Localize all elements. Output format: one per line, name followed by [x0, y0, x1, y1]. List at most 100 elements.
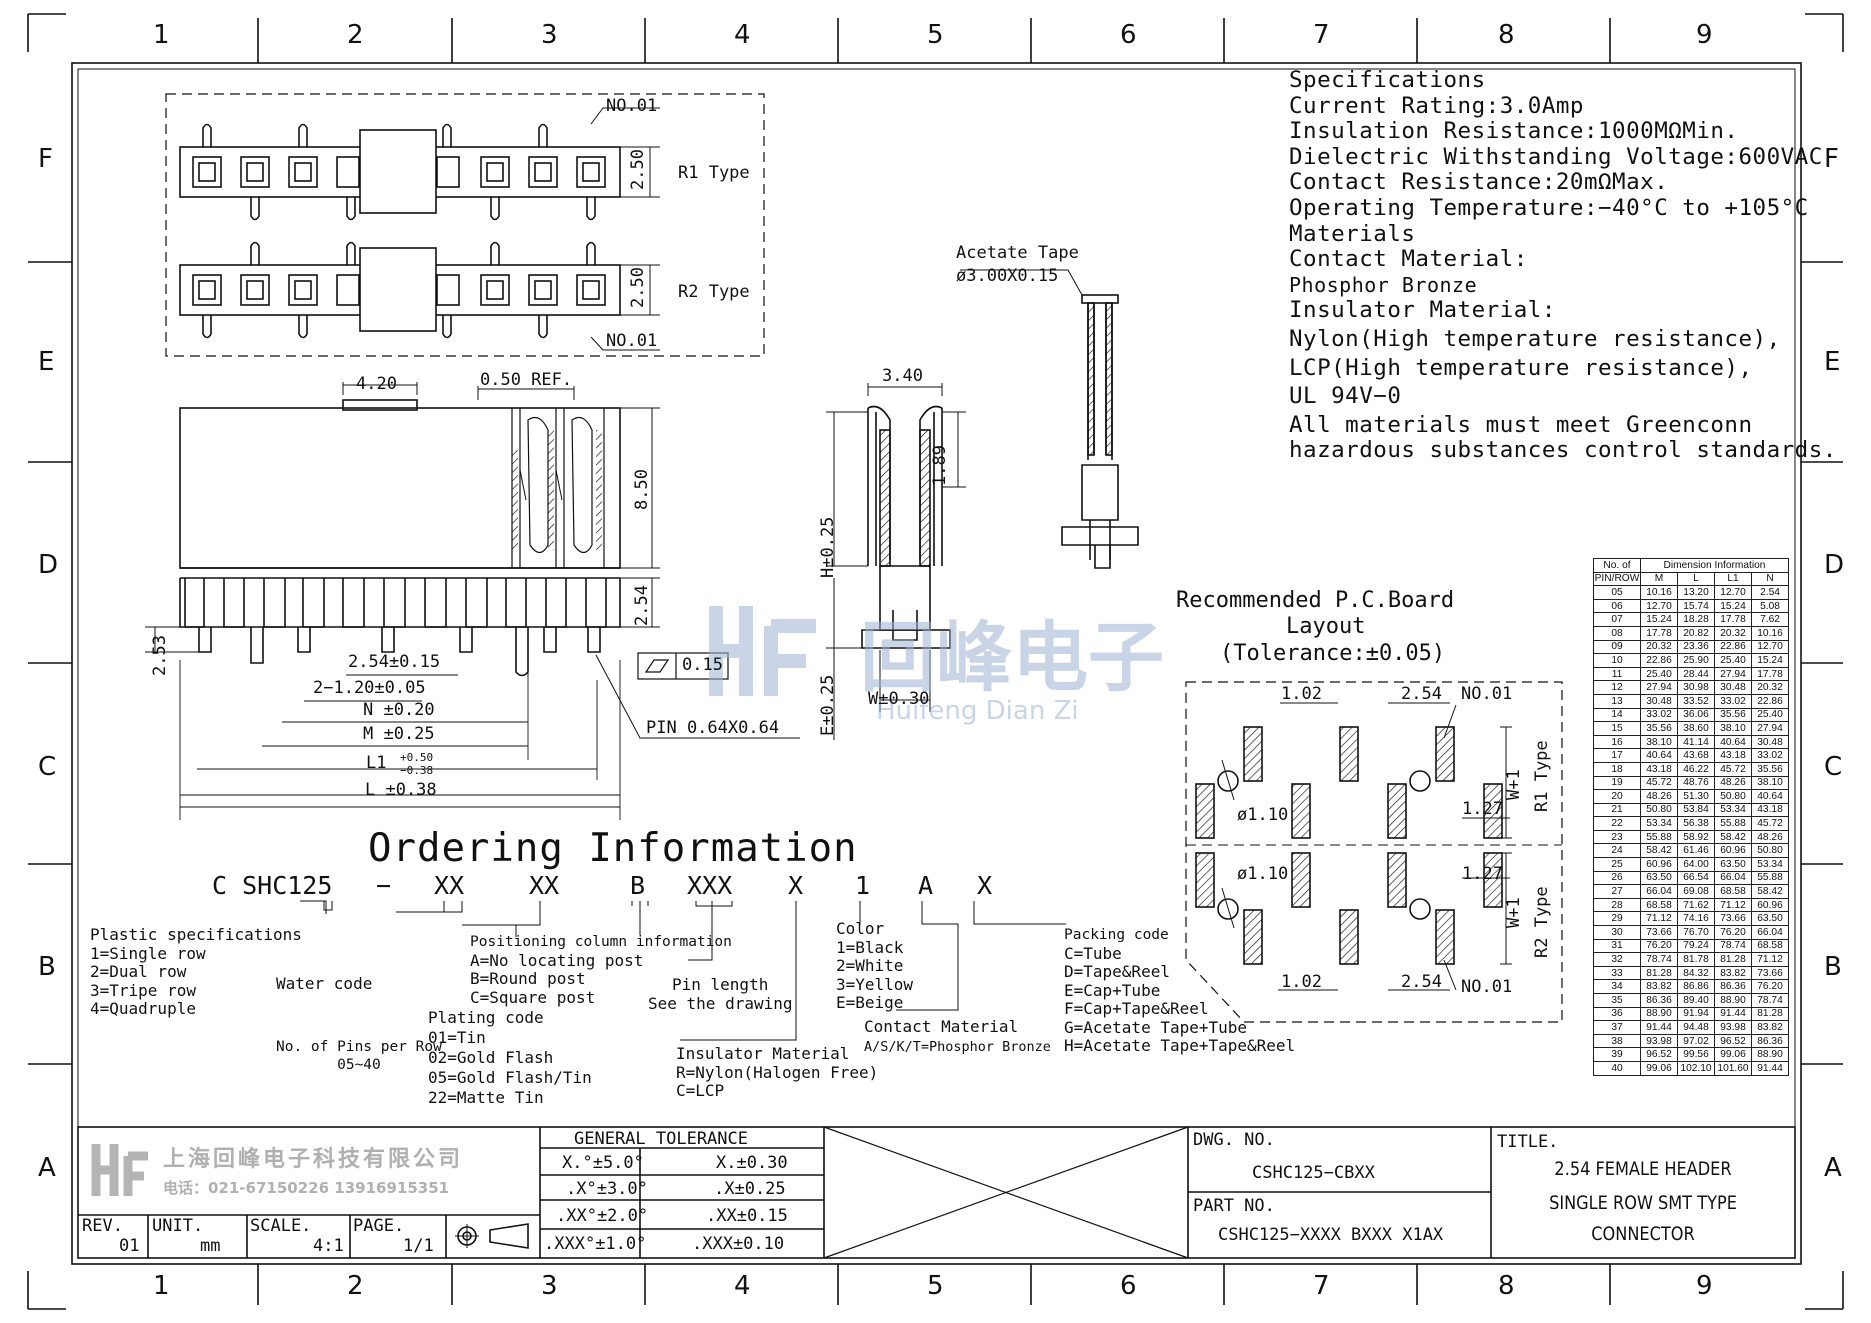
table-cell: 43.18 [1751, 802, 1789, 818]
table-cell: 50.80 [1714, 789, 1752, 804]
table-cell: 83.82 [1640, 979, 1678, 994]
table-cell: 91.44 [1714, 1006, 1752, 1022]
tolerance-angle-3: .XX°±2.0° [556, 1206, 649, 1226]
ordering-line: Insulator Material [676, 1044, 850, 1063]
table-cell: 11 [1593, 666, 1641, 682]
pcb-2-54-bottom: 2.54 [1401, 972, 1442, 992]
table-cell: 48.76 [1677, 775, 1715, 791]
pcb-title-3: (Tolerance:±0.05) [1220, 641, 1446, 666]
table-header-group: Dimension Information [1640, 558, 1789, 573]
table-cell: 27 [1593, 884, 1641, 899]
table-header-no-of: No. of [1593, 558, 1641, 573]
grid-row-label: A [38, 1153, 56, 1183]
table-cell: 66.04 [1714, 870, 1752, 886]
acetate-tape-label: Acetate Tape [956, 243, 1079, 263]
table-cell: 30.48 [1714, 680, 1752, 695]
pcb-w1-top: W+1 [1504, 769, 1524, 800]
title-line: SINGLE ROW SMT TYPE [1549, 1192, 1737, 1214]
table-cell: 08 [1593, 625, 1641, 641]
table-cell: 46.22 [1677, 761, 1715, 777]
dim-l1-tolerance-up: +0.50 [400, 751, 434, 764]
table-cell: 12.70 [1714, 585, 1752, 600]
grid-col-label: 9 [1696, 20, 1713, 50]
table-cell: 63.50 [1714, 857, 1752, 872]
table-cell: 94.48 [1677, 1020, 1715, 1035]
pitch-r2-dim: 2.50 [628, 267, 648, 308]
table-cell: 48.26 [1640, 789, 1678, 804]
pcb-r2-type: R2 Type [1532, 886, 1552, 958]
table-cell: 96.52 [1714, 1033, 1752, 1049]
table-cell: 45.72 [1714, 761, 1752, 777]
table-cell: 38 [1593, 1033, 1641, 1049]
ordering-pins: No. of Pins per Row 05~40 [276, 1038, 442, 1074]
table-header-l: L [1677, 571, 1715, 587]
ordering-line: 4=Quadruple [90, 999, 196, 1018]
table-cell: 69.08 [1677, 884, 1715, 899]
part-no-label: PART NO. [1193, 1196, 1275, 1216]
grid-col-label: 2 [347, 1271, 364, 1301]
spec-line: All materials must meet Greenconn [1289, 411, 1753, 438]
table-cell: 81.28 [1714, 952, 1752, 967]
dim-l1: L1 [366, 753, 387, 773]
ordering-line: Positioning column information [470, 934, 732, 950]
r2-type-label: R2 Type [678, 282, 750, 302]
spec-line: Materials [1289, 220, 1416, 247]
table-cell: 36 [1593, 1006, 1641, 1022]
ordering-plating: Plating code 01=Tin 02=Gold Flash 05=Gol… [428, 1008, 592, 1108]
table-cell: 30.98 [1677, 680, 1715, 695]
ordering-line: 3=Yellow [836, 974, 914, 994]
table-cell: 99.06 [1640, 1060, 1678, 1076]
table-cell: 38.10 [1751, 775, 1789, 791]
table-cell: 66.04 [1640, 884, 1678, 899]
rev-value: 01 [119, 1236, 140, 1256]
grid-row-label: A [1824, 1153, 1842, 1183]
table-cell: 33.02 [1714, 693, 1752, 709]
table-cell: 20.32 [1714, 625, 1752, 641]
ordering-line: No. of Pins per Row [276, 1039, 442, 1055]
table-cell: 37 [1593, 1020, 1641, 1035]
table-cell: 19 [1593, 775, 1641, 791]
grid-row-label: D [38, 550, 59, 580]
pcb-1-02-top: 1.02 [1281, 684, 1322, 704]
grid-col-label: 4 [734, 1271, 751, 1301]
ordering-packing: Packing code C=Tube D=Tape&Reel E=Cap+Tu… [1064, 926, 1295, 1056]
ordering-line: E=Cap+Tube [1064, 980, 1161, 1000]
spec-line: Insulation Resistance:1000MΩMin. [1289, 118, 1739, 145]
grid-row-label: B [1824, 952, 1842, 982]
table-header-n: N [1751, 571, 1789, 587]
grid-col-label: 7 [1313, 20, 1330, 50]
spec-line: Insulator Material: [1289, 297, 1556, 324]
table-cell: 27.94 [1751, 721, 1789, 736]
table-cell: 79.24 [1677, 938, 1715, 954]
tolerance-angle-2: .X°±3.0° [566, 1179, 648, 1199]
table-cell: 68.58 [1640, 897, 1678, 913]
ordering-line: D=Tape&Reel [1064, 962, 1170, 981]
table-cell: 25 [1593, 857, 1641, 872]
table-cell: 53.34 [1640, 816, 1678, 831]
flatness-value: 0.15 [682, 655, 723, 675]
grid-column-labels: 1 2 3 4 5 6 7 8 9 [0, 20, 1871, 52]
table-cell: 20.32 [1640, 639, 1678, 655]
tolerance-linear-4: .XXX±0.10 [692, 1234, 785, 1254]
table-cell: 40.64 [1751, 789, 1789, 804]
page-value: 1/1 [403, 1236, 434, 1256]
ordering-line: 01=Tin [428, 1028, 486, 1047]
r1-type-label: R1 Type [678, 163, 750, 183]
dim-1-89: 1.89 [930, 445, 950, 486]
scale-value: 4:1 [313, 1236, 344, 1256]
table-cell: 40 [1593, 1060, 1641, 1076]
pcb-r1-type: R1 Type [1532, 740, 1552, 812]
grid-col-label: 1 [153, 20, 170, 50]
pcb-2-54-top: 2.54 [1401, 684, 1442, 704]
table-cell: 66.54 [1677, 870, 1715, 886]
part-no-value: CSHC125−XXXX BXXX X1AX [1218, 1225, 1444, 1245]
